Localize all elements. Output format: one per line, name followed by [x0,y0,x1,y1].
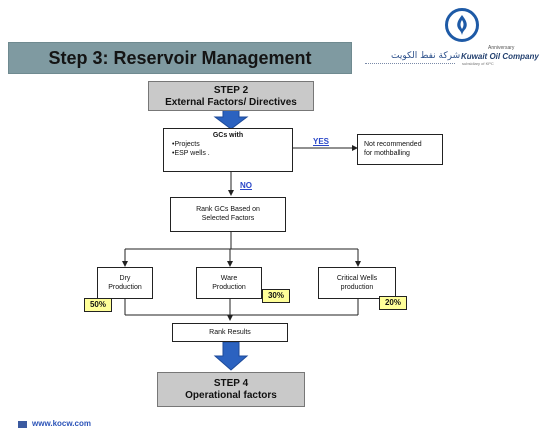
rank-gcs-box: Rank GCs Based on Selected Factors [170,197,286,232]
gcs-with-title: GCs with [212,132,244,139]
logo-anniversary: Anniversary [488,45,515,51]
water-line1: Ware [220,275,238,282]
rank-results-label: Rank Results [209,329,251,336]
step4-line1: STEP 4 [213,378,249,389]
dry-production-box: Dry Production [97,267,153,299]
water-line2: Production [212,284,246,291]
dry-line1: Dry [119,275,131,282]
footer-url: www.kocw.com [32,419,91,428]
critical-line2: production [340,284,374,291]
logo-company-name: Kuwait Oil Company [461,52,539,61]
koc-emblem-icon [445,8,479,42]
yes-label: YES [313,137,330,146]
not-recommended-line2: for mothballing [364,150,410,157]
gcs-with-box: GCs with •Projects •ESP wells . [163,128,293,172]
step4-line2: Operational factors [185,390,277,401]
critical-wells-box: Critical Wells production [318,267,396,299]
dry-weight-badge: 50% [84,298,112,312]
footer-bullet-icon [18,421,27,428]
water-weight-badge: 30% [262,289,290,303]
critical-weight-badge: 20% [379,296,407,310]
gcs-esp-wells: •ESP wells . [172,150,210,157]
arrow-step2-to-gcs [213,109,249,130]
gcs-projects: •Projects [172,141,200,148]
slide-title-bar: Step 3: Reservoir Management [8,42,352,74]
step2-box: STEP 2 External Factors/ Directives [148,81,314,111]
dry-line2: Production [108,284,142,291]
slide-title: Step 3: Reservoir Management [48,47,312,68]
water-production-box: Ware Production [196,267,262,299]
critical-line1: Critical Wells [336,275,378,282]
rank-results-box: Rank Results [172,323,288,342]
arrow-results-to-step4 [213,341,249,371]
logo-company-arabic: شركة نفط الكويت [391,51,461,61]
no-label: NO [240,181,252,190]
step2-line1: STEP 2 [213,85,249,96]
rank-gcs-line1: Rank GCs Based on [196,206,260,213]
step4-box: STEP 4 Operational factors [157,372,305,407]
step2-line2: External Factors/ Directives [165,97,297,108]
not-recommended-line1: Not recommended [364,141,422,148]
logo-divider [365,63,455,66]
logo-subsidiary: subsidiary of KPC [462,61,494,66]
not-recommended-box: Not recommended for mothballing [357,134,443,165]
rank-gcs-line2: Selected Factors [201,215,255,222]
